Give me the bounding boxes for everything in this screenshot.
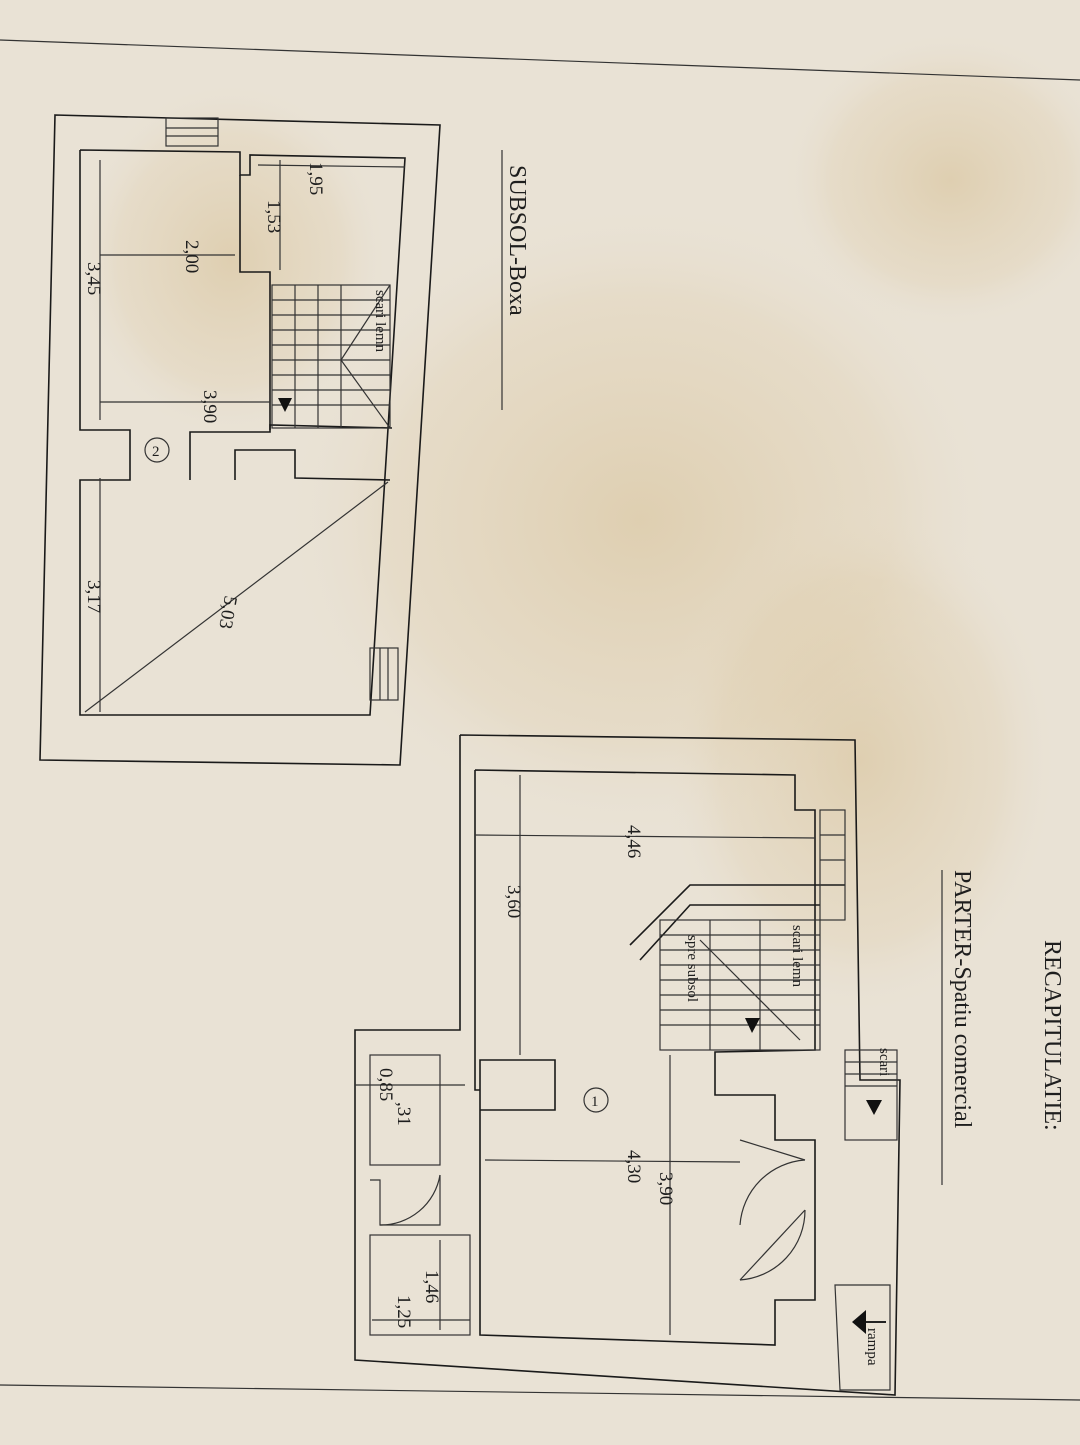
door-arc xyxy=(739,1159,806,1226)
subsol-room-number: 2 xyxy=(152,444,160,460)
water-stain xyxy=(780,30,1080,330)
dim-2-00: 2,00 xyxy=(181,240,202,273)
dim-1-53: 1,53 xyxy=(263,200,284,233)
dim-3-90: 3,90 xyxy=(199,390,220,423)
to-basement-label: spre subsol xyxy=(684,935,700,1002)
sheet-border-bottom xyxy=(0,1384,1080,1401)
rampa-label: rampa xyxy=(864,1328,880,1366)
water-stain xyxy=(70,80,390,440)
rampa-arrow-icon xyxy=(852,1310,866,1334)
door-arc xyxy=(739,1209,806,1281)
dim-1-95: 1,95 xyxy=(305,162,326,195)
dim-0-85: 0,85 xyxy=(375,1068,396,1101)
parter-stairs: scari lemn spre subsol xyxy=(629,809,846,1051)
door-arc xyxy=(379,1174,441,1226)
subsol-stairs: scari lemn xyxy=(271,284,391,429)
stairs-arrow-icon xyxy=(745,1018,760,1033)
dim-3-60: 3,60 xyxy=(503,885,524,918)
small-room xyxy=(369,1054,441,1166)
parter-room-number: 1 xyxy=(591,1094,599,1110)
diagonal-line xyxy=(84,481,389,713)
room-number-circle xyxy=(144,437,170,463)
entrance-steps xyxy=(844,1049,898,1141)
dim-1-25: 1,25 xyxy=(393,1295,414,1328)
subsol-storage-wall xyxy=(239,175,271,430)
entrance-scari-label: scari xyxy=(876,1048,892,1076)
parter-stairs-label: scari lemn xyxy=(789,925,805,988)
subsol-partition xyxy=(234,449,391,481)
parter-outer-wall xyxy=(354,734,901,1396)
subsol-window xyxy=(165,117,219,147)
small-room xyxy=(369,1234,471,1336)
room-number-circle xyxy=(583,1087,609,1113)
stairs-arrow-icon xyxy=(278,398,292,412)
subsol-partition xyxy=(189,424,393,480)
water-stain xyxy=(660,500,1060,1020)
recap-title: RECAPITULATIE: xyxy=(1039,940,1065,1131)
subsol-stairs-label: scari lemn xyxy=(372,290,388,353)
dim-0-31: ,31 xyxy=(393,1102,414,1126)
entrance-arrow-icon xyxy=(866,1100,882,1115)
parter-plan: scari lemn spre subsol scari rampa 4,46 … xyxy=(354,734,901,1396)
ramp-area xyxy=(834,1284,891,1391)
subsol-title: SUBSOL-Boxa xyxy=(504,165,530,316)
dim-4-46: 4,46 xyxy=(623,825,644,858)
dim-4-30: 4,30 xyxy=(623,1150,644,1183)
subsol-outer-wall xyxy=(39,114,441,766)
subsol-plan: scari lemn 1,95 1,53 2,00 3,45 3,90 3,17… xyxy=(39,114,441,766)
dim-1-46: 1,46 xyxy=(421,1270,442,1303)
sheet-border-top xyxy=(0,39,1080,81)
dim-3-17: 3,17 xyxy=(83,580,104,613)
dim-3-45: 3,45 xyxy=(83,262,104,295)
parter-title: PARTER-Spatiu comercial xyxy=(949,870,975,1129)
parter-inner-wall xyxy=(474,769,816,1346)
dim-3-90-parter: 3,90 xyxy=(655,1172,676,1205)
subsol-window xyxy=(369,647,399,701)
